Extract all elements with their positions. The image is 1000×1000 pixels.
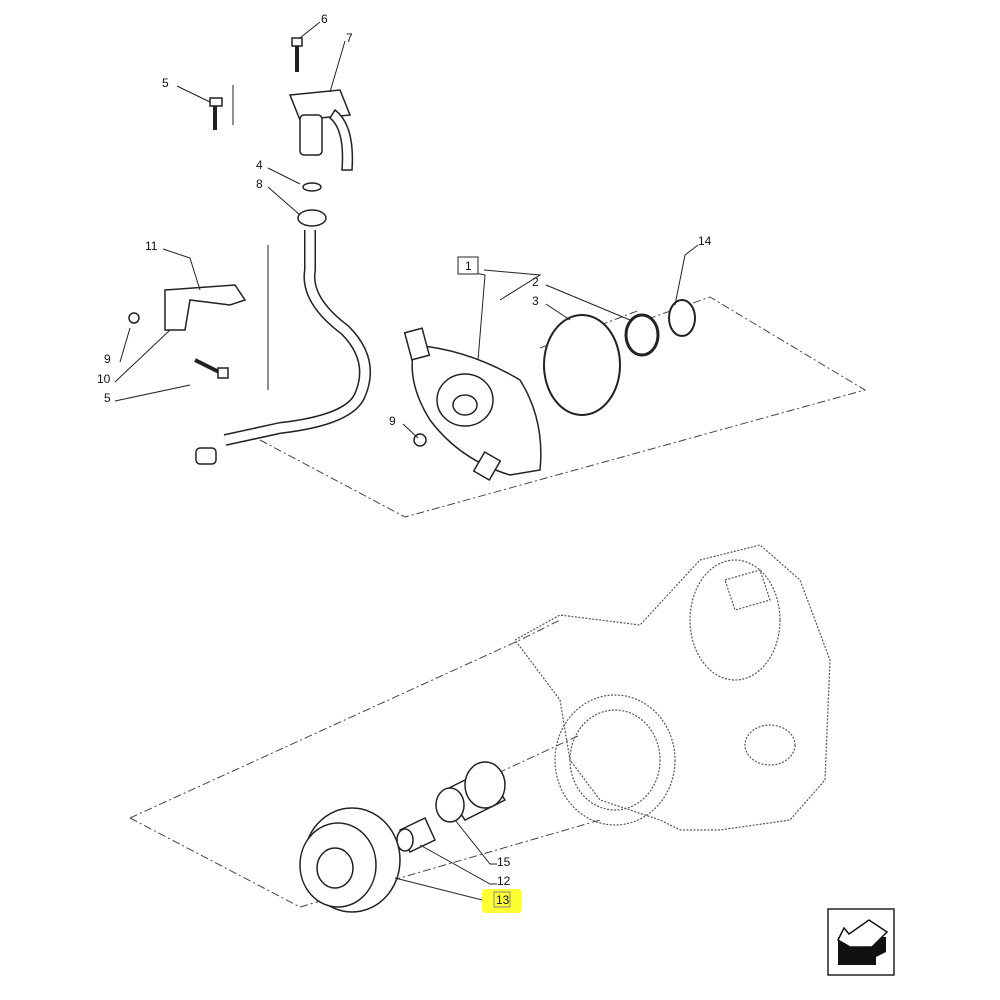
callout-1-box [457, 256, 479, 275]
callout-6[interactable]: 6 [321, 12, 328, 26]
callout-15[interactable]: 15 [497, 855, 511, 869]
callout-9[interactable]: 9 [104, 352, 111, 366]
leader-lines [114, 21, 699, 903]
callout-13-highlight [482, 889, 522, 913]
callout-7[interactable]: 7 [346, 31, 353, 45]
callout-1[interactable]: 1 [465, 259, 472, 273]
callout-4[interactable]: 4 [256, 158, 263, 172]
callout-2[interactable]: 2 [532, 275, 539, 289]
snap-ring-14 [668, 299, 696, 337]
tube-end [195, 447, 217, 465]
bolt-6 [291, 37, 303, 72]
sleeve-12 [396, 816, 436, 854]
callout-8[interactable]: 8 [256, 177, 263, 191]
bolt-5-lower [194, 358, 229, 379]
assembly-outline-lower-2 [129, 619, 561, 819]
callout-5[interactable]: 5 [162, 76, 169, 90]
callout-13[interactable]: 13 [496, 893, 510, 907]
o-ring-4 [302, 182, 322, 192]
thermostat-housing [288, 89, 354, 171]
nut-9 [128, 312, 140, 324]
callout-12[interactable]: 12 [497, 874, 511, 888]
shaft-15 [435, 761, 507, 823]
fitting-8 [297, 209, 327, 227]
callout-14[interactable]: 14 [698, 234, 712, 248]
bracket-11 [164, 284, 247, 331]
timing-cover [514, 544, 831, 831]
callout-5-lower[interactable]: 5 [104, 391, 111, 405]
o-ring-3-inner [549, 319, 617, 411]
assembly-outline-upper [259, 296, 867, 518]
seal-2 [624, 313, 660, 357]
bolt-5-top [209, 97, 223, 130]
callout-13-box [493, 891, 511, 908]
callout-9-pump[interactable]: 9 [389, 414, 396, 428]
o-ring-3 [543, 314, 621, 416]
assembly-outline-lower [129, 817, 601, 908]
callout-11[interactable]: 11 [145, 239, 158, 253]
previous-view-arrow-icon [837, 919, 889, 965]
pulley-13 [299, 807, 401, 913]
previous-view-button[interactable] [827, 908, 895, 976]
coolant-tube-fill [224, 230, 370, 445]
water-pump [403, 327, 542, 482]
callout-10[interactable]: 10 [97, 372, 111, 386]
callout-3[interactable]: 3 [532, 294, 539, 308]
